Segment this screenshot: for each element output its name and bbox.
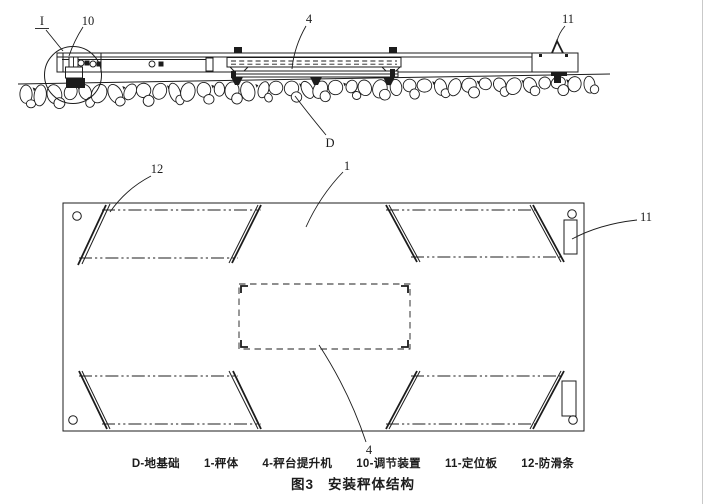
label-foundation: D bbox=[325, 136, 334, 150]
leader-plate-plan bbox=[571, 219, 638, 240]
leader-lifter-side bbox=[291, 25, 307, 70]
legend-item: 12-防滑条 bbox=[521, 458, 575, 470]
label-adjusting-device: 10 bbox=[82, 14, 95, 28]
platform-lifter bbox=[226, 47, 402, 85]
label-detail-marker: I bbox=[40, 14, 44, 28]
leader-lifter-plan bbox=[318, 344, 367, 443]
lifter-foot bbox=[231, 77, 243, 85]
antislip-strip-sides bbox=[77, 203, 565, 430]
figure-number: 图3 bbox=[290, 477, 314, 492]
legend-item: 10-调节装置 bbox=[356, 458, 421, 470]
page-edge-line bbox=[702, 0, 703, 504]
foundation-stones bbox=[19, 75, 600, 109]
figure-title: 安装秤体结构 bbox=[328, 477, 415, 492]
jack-foot bbox=[66, 78, 85, 88]
legend-item: 11-定位板 bbox=[444, 458, 498, 470]
legend-item: D-地基础 bbox=[131, 458, 180, 470]
label-lifter-side: 4 bbox=[306, 12, 313, 26]
positioning-plate-bottom bbox=[561, 380, 577, 417]
plan-view: 12 1 11 4 bbox=[62, 159, 652, 457]
legend-item: 4-秤台提升机 bbox=[262, 458, 333, 470]
positioning-plate-side bbox=[531, 38, 579, 83]
antislip-strip-edges bbox=[79, 209, 564, 425]
leader-antislip-strip bbox=[109, 175, 152, 213]
scale-body-plate bbox=[62, 202, 585, 432]
corner-hole bbox=[72, 211, 82, 221]
corner-hole bbox=[567, 209, 577, 219]
side-view-labels: I 10 4 11 D bbox=[35, 12, 574, 150]
label-scale-body: 1 bbox=[344, 159, 350, 173]
leader-foundation bbox=[294, 95, 327, 136]
plan-view-labels: 12 1 11 4 bbox=[109, 159, 652, 457]
corner-hole bbox=[68, 415, 78, 425]
label-lifter-plan: 4 bbox=[366, 443, 373, 457]
lifter-foot bbox=[310, 77, 322, 85]
label-plate-plan: 11 bbox=[640, 210, 652, 224]
side-view: I 10 4 11 D bbox=[17, 12, 611, 150]
leader-scale-body bbox=[305, 171, 344, 228]
leader-plate-side bbox=[556, 25, 566, 42]
leader-adjusting-device bbox=[68, 26, 84, 57]
plate-hook bbox=[551, 38, 564, 54]
legend-item: 1-秤体 bbox=[203, 458, 239, 470]
positioning-plate-top bbox=[563, 219, 578, 255]
lifter-outline-dashed bbox=[238, 283, 411, 350]
figure-caption: 图3 安装秤体结构 bbox=[0, 473, 706, 493]
label-plate-side: 11 bbox=[562, 12, 574, 26]
label-antislip-strip: 12 bbox=[151, 162, 164, 176]
adjusting-device bbox=[44, 46, 214, 104]
legend: D-地基础 1-秤体 4-秤台提升机 10-调节装置 11-定位板 12-防滑条 bbox=[0, 455, 706, 471]
lifter-foot bbox=[383, 77, 395, 85]
leader-detail bbox=[45, 29, 64, 52]
